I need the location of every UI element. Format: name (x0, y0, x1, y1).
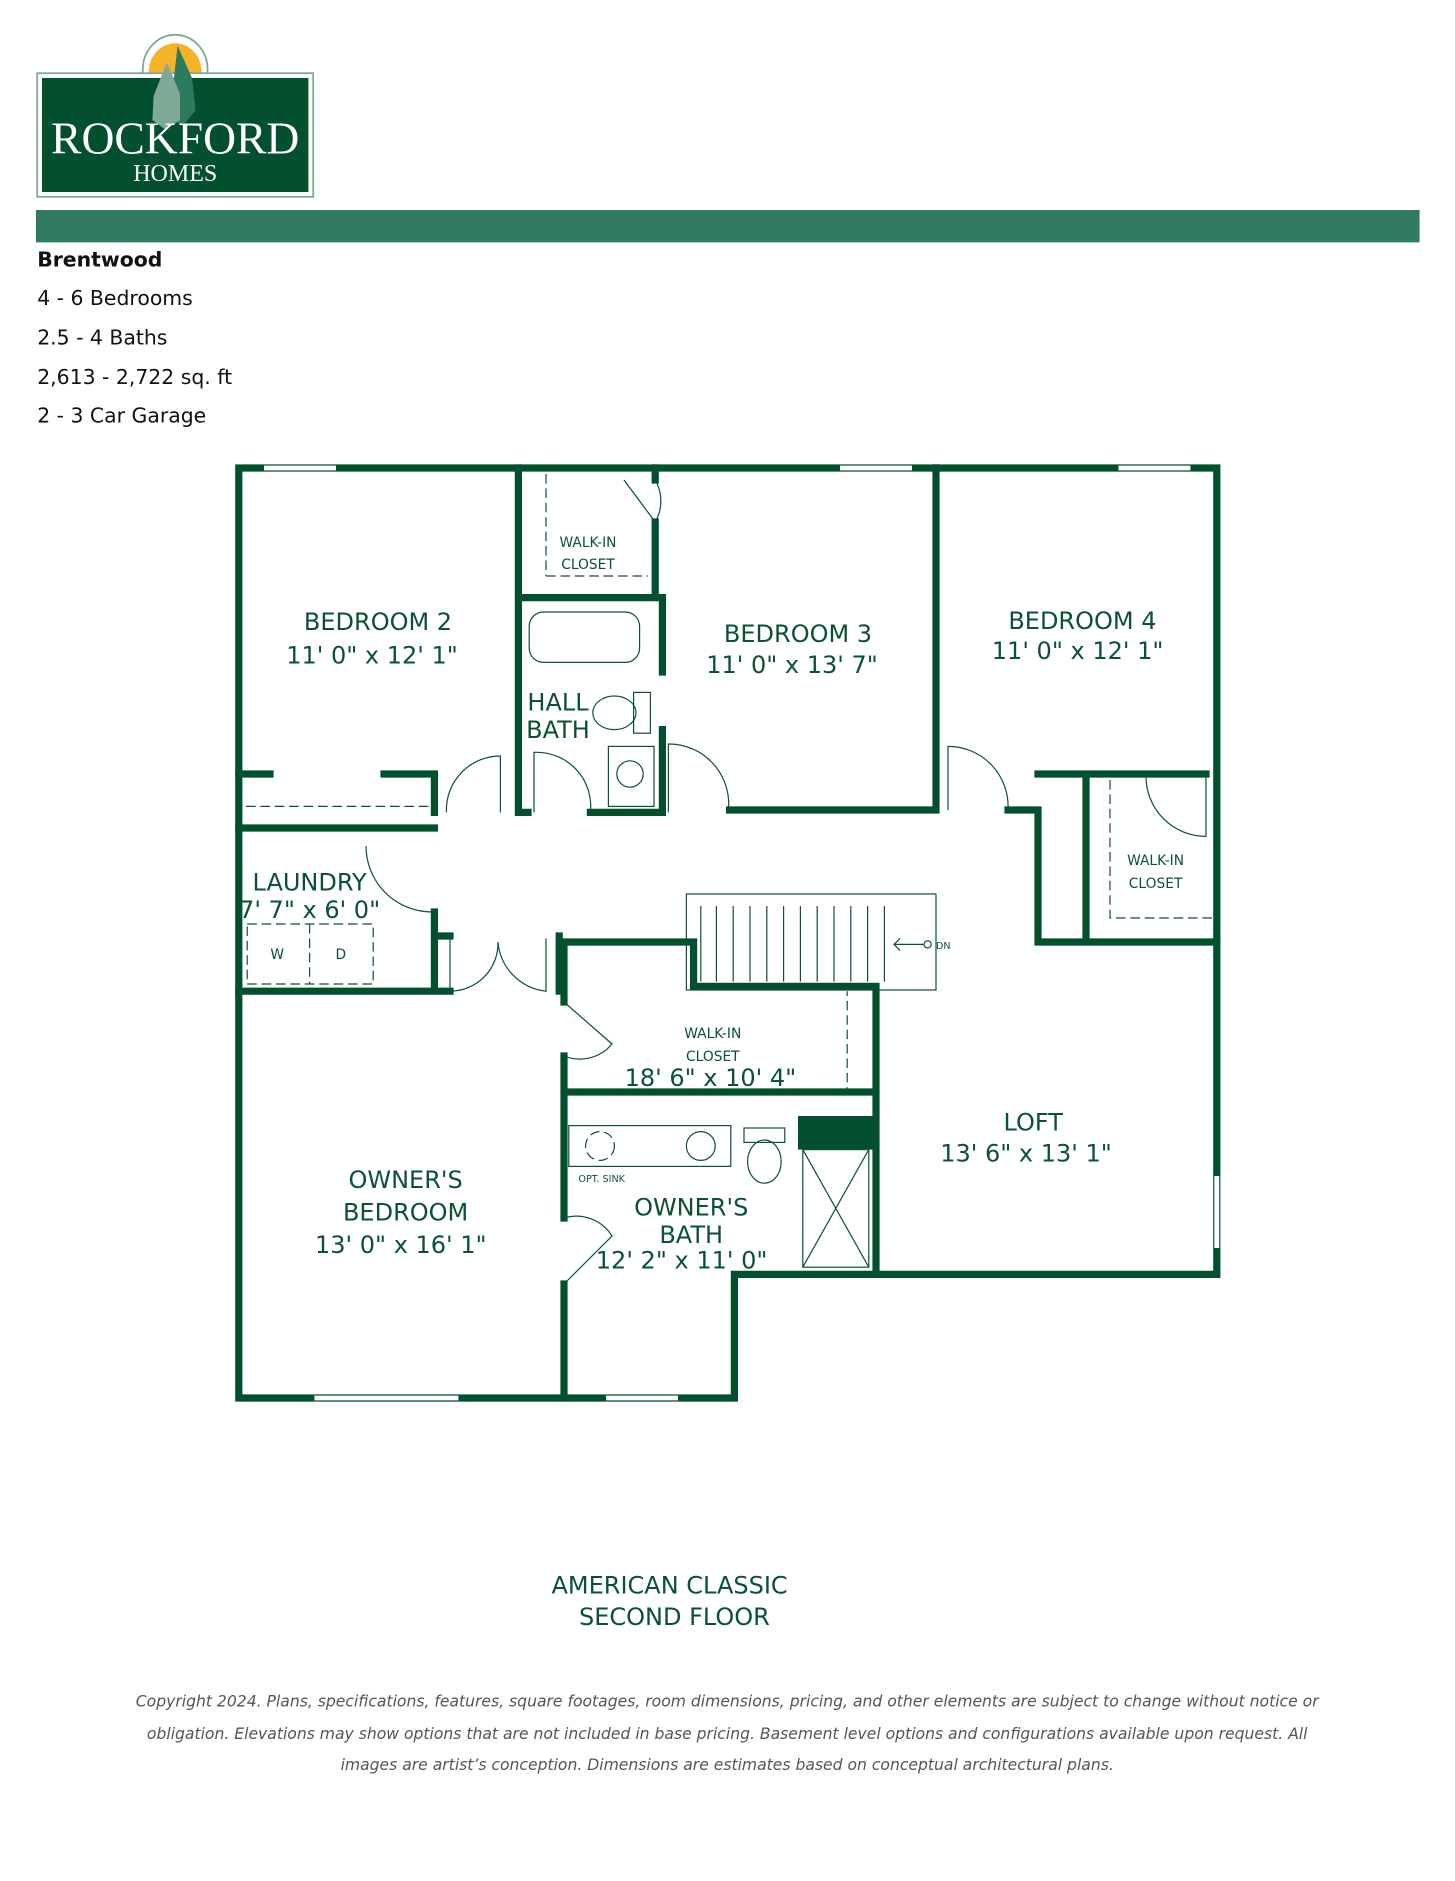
bedroom3-label: BEDROOM 3 (724, 620, 872, 648)
plan-baths: 2.5 - 4 Baths (37, 325, 167, 349)
owner-bath-l2: BATH (659, 1221, 723, 1249)
header-banner (36, 210, 1420, 243)
bedroom4-dim: 11' 0" x 12' 1" (992, 637, 1164, 665)
bedroom2-label: BEDROOM 2 (304, 608, 452, 636)
hall-bath-l1: HALL (527, 688, 589, 716)
footer-line-2: obligation. Elevations may show options … (147, 1725, 1308, 1743)
owner-bath-dim: 12' 2" x 11' 0" (596, 1246, 768, 1274)
bedroom4-label: BEDROOM 4 (1008, 607, 1156, 635)
plan-bedrooms: 4 - 6 Bedrooms (37, 286, 193, 310)
plan-garage: 2 - 3 Car Garage (37, 403, 206, 427)
stairs-down-label: DN (936, 941, 951, 952)
bedroom3-dim: 11' 0" x 13' 7" (706, 651, 878, 679)
elevation-l1: AMERICAN CLASSIC (551, 1572, 787, 1600)
laundry-label: LAUNDRY (253, 868, 367, 896)
washer-label: W (270, 947, 284, 963)
owner-bedroom-dim: 13' 0" x 16' 1" (315, 1231, 487, 1259)
floor-plan (235, 464, 1221, 1402)
closet1-l2: CLOSET (561, 557, 615, 573)
owner-closet-dim: 18' 6" x 10' 4" (625, 1064, 797, 1092)
elevation-l2: SECOND FLOOR (579, 1603, 770, 1631)
laundry-dim: 7' 7" x 6' 0" (239, 896, 380, 924)
footer-line-3: images are artist’s conception. Dimensio… (341, 1756, 1114, 1774)
loft-label: LOFT (1003, 1108, 1063, 1136)
footer-line-1: Copyright 2024. Plans, specifications, f… (136, 1692, 1320, 1710)
logo-sub: HOMES (133, 161, 217, 187)
loft-dim: 13' 6" x 13' 1" (940, 1140, 1112, 1168)
dryer-label: D (335, 947, 346, 963)
rockford-homes-logo: ROCKFORD HOMES (36, 33, 315, 198)
hall-bath-l2: BATH (526, 716, 590, 744)
owner-bedroom-l2: BEDROOM (343, 1198, 468, 1226)
opt-sink-label: OPT. SINK (578, 1174, 625, 1185)
owner-closet-l1: WALK-IN (684, 1026, 741, 1042)
plan-sqft: 2,613 - 2,722 sq. ft (37, 365, 232, 389)
logo-brand: ROCKFORD (51, 113, 299, 164)
owner-closet-l2: CLOSET (686, 1049, 740, 1065)
closet1-l1: WALK-IN (560, 535, 617, 551)
owner-bath-l1: OWNER'S (634, 1194, 748, 1222)
bedroom2-dim: 11' 0" x 12' 1" (286, 642, 458, 670)
plan-name: Brentwood (37, 247, 162, 271)
stairs (700, 906, 932, 982)
closet4-l1: WALK-IN (1127, 853, 1184, 869)
closet4-l2: CLOSET (1129, 876, 1183, 892)
owner-bedroom-l1: OWNER'S (348, 1166, 462, 1194)
